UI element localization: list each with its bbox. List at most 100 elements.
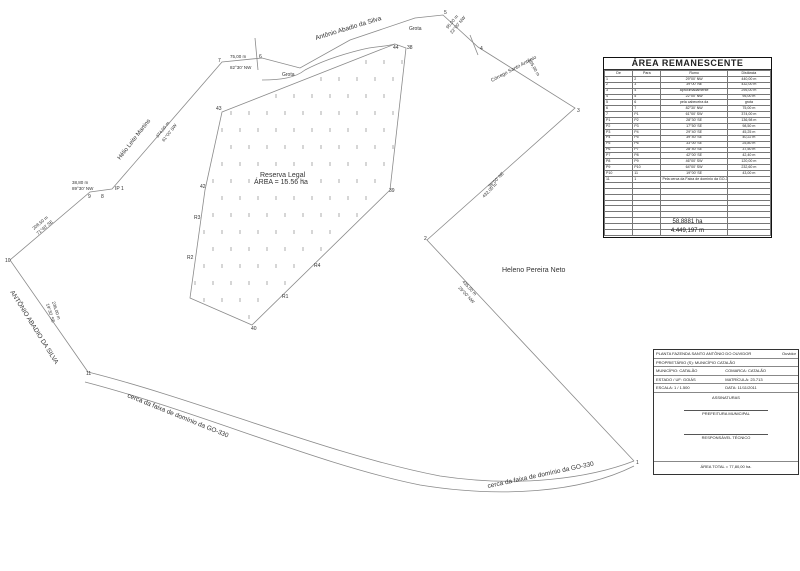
table-cell (726, 211, 772, 219)
table-row (603, 205, 772, 213)
table-cell: 25,80 m (726, 140, 772, 148)
property-code: Ouvidor (781, 351, 796, 356)
table-cell: 232,60 m (726, 164, 772, 172)
title-property-row: PLANTA FAZENDA SANTO ANTÔNIO DO OUVIDOR … (654, 350, 798, 359)
vertex-39: 39 (389, 188, 395, 194)
table-cell: 120,00 m (726, 158, 772, 166)
table-cell: Pela cerca da Faixa de domínio da GO-330 (660, 176, 728, 183)
vertex-42: 42 (200, 184, 206, 190)
state-row: ESTADO / UF: GOIÁS MATRÍCULA: 23.713 (654, 376, 798, 384)
total-area: 58,8881 ha (672, 219, 703, 225)
table-cell: P9 (632, 158, 662, 166)
seg-10-11-dist: 236,00 m (51, 301, 62, 321)
table-cell (632, 199, 662, 207)
table-cell (726, 205, 772, 213)
sign-2: RESPONSÁVEL TÉCNICO (701, 434, 751, 440)
table-cell (660, 187, 728, 195)
remaining-area-title: ÁREA REMANESCENTE (604, 58, 771, 70)
tick-4 (469, 34, 479, 56)
property-name: PLANTA FAZENDA SANTO ANTÔNIO DO OUVIDOR (656, 351, 752, 356)
reserva-title: Reserva Legal (260, 172, 306, 179)
table-row (603, 187, 772, 195)
vertex-3: 3 (577, 108, 580, 114)
owner: PROPRIETÁRIO (S): MUNICÍPIO CATALÃO (656, 359, 736, 365)
vertex-10: 10 (5, 258, 11, 264)
table-cell (632, 223, 662, 231)
sign-1: PREFEITURA MUNICIPAL (702, 410, 750, 416)
table-cell: P6 (632, 140, 662, 148)
label-grota-1: Grota (282, 72, 295, 78)
table-cell: 42,40 m (726, 152, 772, 160)
table-cell: 98,50 m (726, 123, 772, 130)
comarca: COMARCA: CATALÃO (725, 368, 767, 373)
table-cell: 37,50 m (726, 146, 772, 154)
reserve-hatch (194, 60, 403, 319)
signatures-title: ASSINATURAS (712, 394, 740, 400)
table-cell (632, 193, 662, 201)
table-cell (632, 205, 662, 213)
table-cell (632, 211, 662, 219)
vertex-44: 44 (393, 45, 399, 51)
table-row (603, 181, 772, 189)
table-cell: P3 (632, 123, 662, 130)
remaining-area-table: ÁREA REMANESCENTE De Para Rumo Distância… (603, 57, 772, 238)
table-cell (726, 217, 772, 225)
sign-line-1 (684, 409, 768, 411)
label-fence-2: cerca da faixa de domínio da GO-330 (487, 460, 595, 489)
table-row (603, 223, 772, 231)
table-cell (632, 187, 662, 195)
table-cell (660, 229, 728, 236)
table-row (603, 229, 772, 236)
vertex-5: 5 (444, 10, 447, 16)
state: ESTADO / UF: GOIÁS (656, 376, 696, 382)
vertex-38: 38 (407, 45, 413, 51)
sign-line-2 (684, 433, 768, 435)
neighbor-west: ANTÔNIO ABADIO DA SILVA (8, 288, 61, 366)
title-block: PLANTA FAZENDA SANTO ANTÔNIO DO OUVIDOR … (653, 349, 799, 475)
seg-4-3-dist: 295,00 m (527, 58, 541, 77)
owner-row: PROPRIETÁRIO (S): MUNICÍPIO CATALÃO (654, 359, 798, 367)
table-cell (660, 181, 728, 189)
table-cell (726, 199, 772, 207)
neighbor-east: Heleno Pereira Neto (502, 267, 566, 274)
property-boundary (9, 14, 635, 462)
vertex-4: 4 (480, 46, 483, 52)
table-cell (726, 229, 772, 236)
reserva-legal-area (189, 43, 407, 326)
seg-10-11-az: 19°30' SE (45, 303, 56, 324)
table-cell: 39°40' SE (660, 134, 728, 142)
vertex-7: 7 (218, 58, 221, 64)
neighbor-northwest: Hélio Leite Martins (117, 118, 152, 161)
neighbor-north: Antônio Abadio da Silva (315, 15, 383, 42)
table-cell: P4 (632, 128, 662, 136)
vertex-43: 43 (216, 106, 222, 112)
title-total-area: ÁREA TOTAL = 77,80,00 ha. (700, 464, 752, 469)
total-perimeter: 4.449,197 m (670, 228, 705, 234)
vertex-r2: R2 (187, 255, 194, 261)
table-cell (660, 199, 728, 207)
seg-8-9-dist: 38,80 m (72, 180, 89, 185)
road-fence-upper (87, 371, 635, 482)
tick-6 (254, 37, 259, 71)
table-row (603, 193, 772, 201)
table-cell (632, 217, 662, 225)
table-cell: 43,00 m (726, 170, 772, 178)
table-cell (660, 193, 728, 201)
municipality-row: MUNICÍPIO: CATALÃO COMARCA: CATALÃO (654, 367, 798, 376)
table-cell (660, 205, 728, 213)
table-cell: 1 (632, 176, 662, 183)
table-cell (726, 193, 772, 201)
table-cell (660, 217, 728, 225)
table-cell: 33°00' SE (660, 140, 728, 148)
scale: ESCALA: 1 / 1.500 (656, 385, 690, 390)
table-cell (726, 181, 772, 189)
vertex-6: 6 (259, 54, 262, 60)
vertex-r4: R4 (314, 263, 321, 269)
